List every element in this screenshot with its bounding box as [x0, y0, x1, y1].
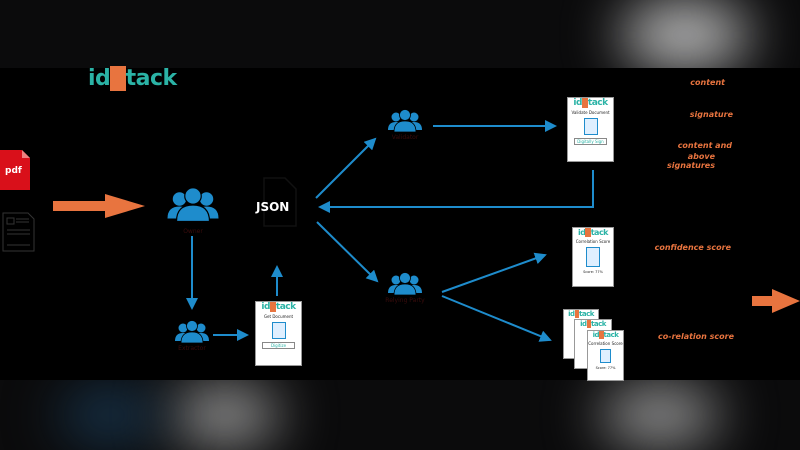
annotation-confidence-score: confidence score: [654, 243, 731, 252]
annotation-content-and: content and: [677, 141, 732, 150]
annotation-correlation-score: co-relation score: [658, 332, 734, 341]
documents-icon: [586, 247, 600, 267]
idstack-logo: idStack: [88, 66, 177, 91]
background-blur: [600, 385, 720, 445]
background-blur: [60, 390, 160, 440]
validator-icon: [387, 109, 423, 133]
input-arrow: [53, 194, 145, 218]
document-icon: [271, 322, 286, 339]
digitize-button[interactable]: Digitize: [262, 342, 295, 349]
extractor-icon: [174, 320, 210, 344]
role-owner: Owner: [183, 228, 203, 235]
role-relying-party: Relying Party: [385, 297, 425, 304]
document-icon: [2, 212, 35, 252]
background-blur: [620, 0, 750, 70]
diagram-canvas: [0, 68, 800, 380]
validate-document-card: idStack Validate Document Digitally Sign: [567, 97, 614, 162]
role-validator: Validator: [391, 134, 419, 141]
pdf-icon: [0, 150, 30, 190]
annotation-signature: signature: [689, 110, 733, 119]
correlation-score-card: idStack Correlation Score Score: 77%: [572, 227, 614, 287]
annotation-content: content: [690, 78, 725, 87]
documents-icon: [600, 349, 611, 363]
pdf-label: pdf: [5, 166, 22, 176]
annotation-above-signatures: above signatures: [667, 152, 715, 170]
owner-icon: [166, 187, 220, 223]
get-document-card: idStack Get Document Digitize: [255, 301, 302, 366]
background-blur: [170, 385, 280, 445]
stacked-card: idStack Correlation Score Score: 77%: [587, 330, 624, 381]
digitally-sign-button[interactable]: Digitally Sign: [574, 138, 607, 145]
relying-party-icon: [387, 272, 423, 296]
role-extractor: Extractor: [178, 345, 206, 352]
json-file-icon: [263, 177, 297, 227]
output-arrow: [752, 289, 800, 313]
json-label: JSON: [256, 200, 290, 214]
document-icon: [583, 118, 598, 135]
